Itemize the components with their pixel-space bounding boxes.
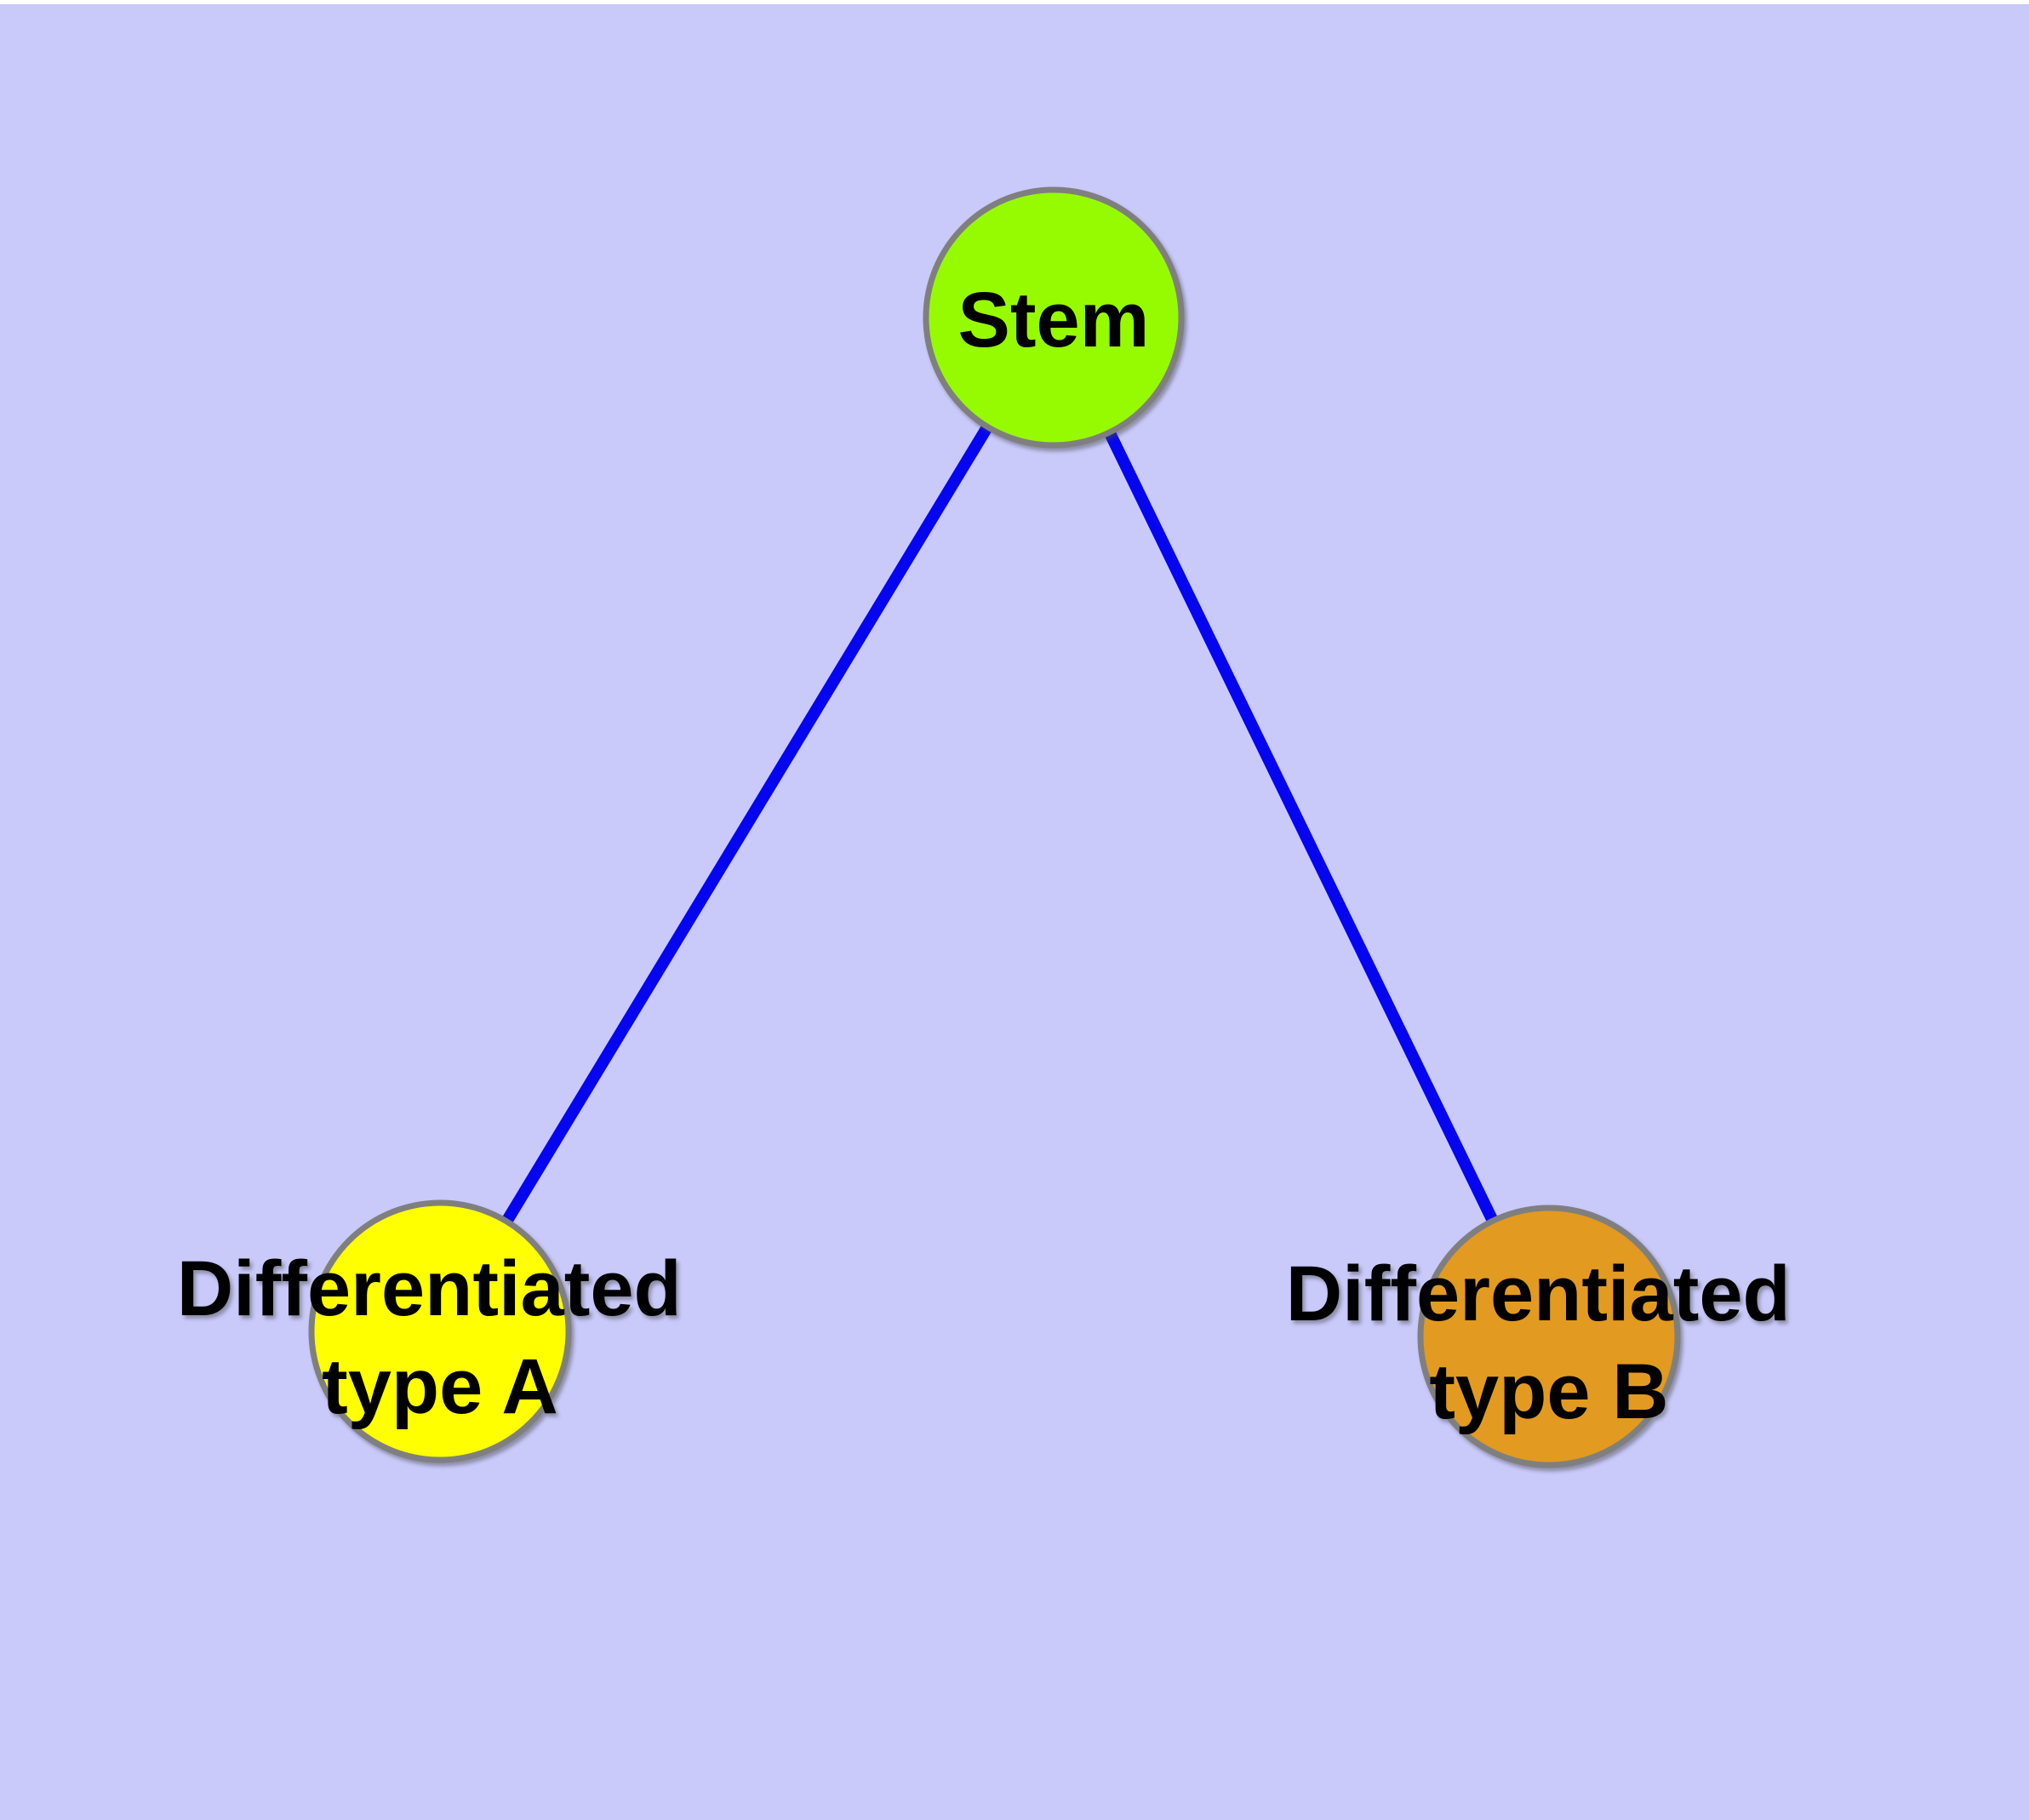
- node-differentiated-type-b-circle: [1417, 1205, 1681, 1468]
- node-stem-circle: [923, 186, 1185, 449]
- node-stem: Stem: [923, 186, 1185, 449]
- edge-stem-to-type-b: [1048, 314, 1555, 1340]
- node-differentiated-type-a-label: Differentiated type A: [177, 1245, 704, 1430]
- node-differentiated-type-a: Differentiated type A: [177, 1199, 704, 1463]
- node-stem-label: Stem: [958, 277, 1150, 363]
- edge-stem-to-type-a: [435, 314, 1059, 1335]
- node-differentiated-type-b-label: Differentiated type B: [1286, 1251, 1813, 1435]
- node-differentiated-type-b: Differentiated type B: [1286, 1205, 1813, 1468]
- node-differentiated-type-a-circle: [308, 1199, 572, 1463]
- top-strip: [0, 0, 2029, 4]
- edges: [435, 314, 1555, 1340]
